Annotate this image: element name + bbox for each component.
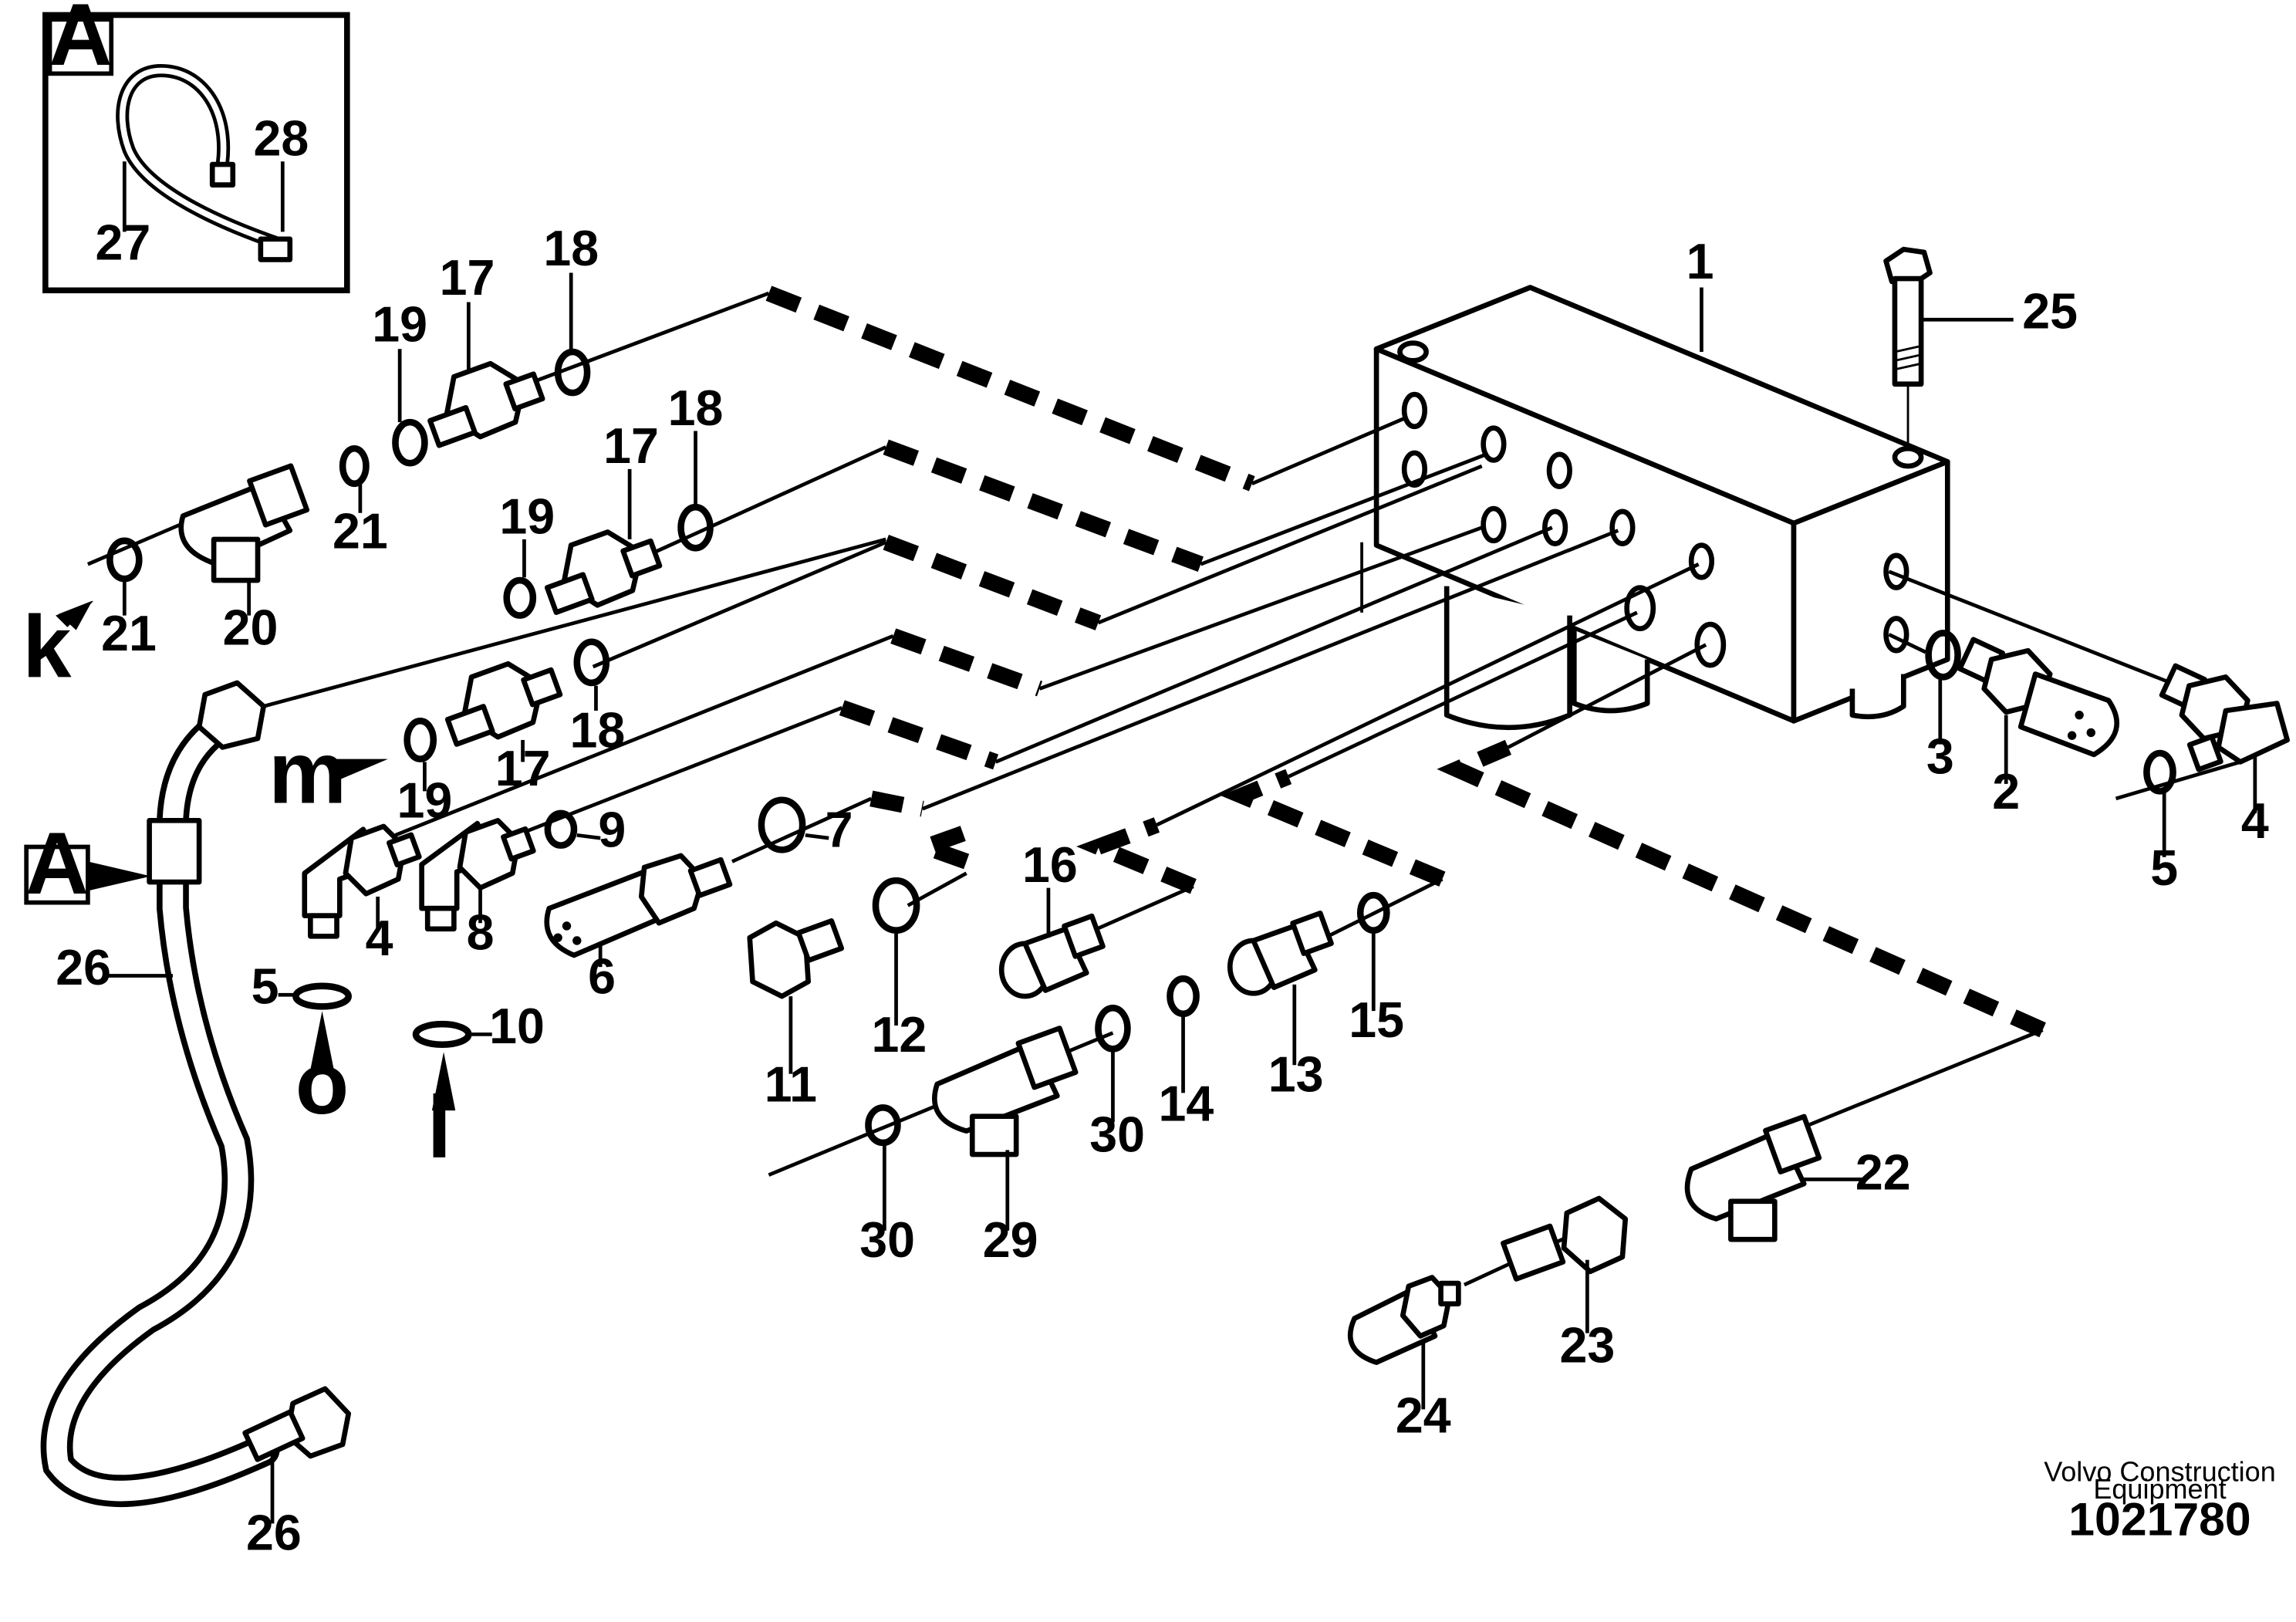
coupling-24 (1347, 1275, 1461, 1365)
callout-6: 6 (588, 948, 616, 1004)
connection-o: o (295, 1035, 349, 1133)
elbow-4-left (302, 823, 422, 939)
callout-26-upper: 26 (56, 940, 111, 995)
callout-18-lower: 18 (569, 702, 625, 758)
tee-29 (932, 1026, 1079, 1157)
callout-19-top: 19 (372, 297, 427, 353)
elbow-8 (419, 818, 536, 932)
hose-26 (40, 680, 352, 1508)
callout-1: 1 (1687, 234, 1714, 289)
callout-28: 28 (254, 111, 309, 167)
callout-labels: 1 25 17 18 19 21 21 20 18 17 19 18 17 19… (56, 221, 2269, 1561)
callout-16: 16 (1022, 837, 1078, 893)
detail-ref-a: A (24, 815, 90, 913)
connection-arrows (56, 600, 456, 1111)
callout-30-right: 30 (1089, 1107, 1145, 1162)
hose-lines (86, 286, 2241, 1287)
callout-30-left: 30 (859, 1212, 915, 1268)
callout-26-lower: 26 (246, 1505, 302, 1561)
clip-28 (258, 236, 293, 262)
callout-15: 15 (1349, 992, 1404, 1048)
callout-5-left: 5 (252, 959, 279, 1015)
fitting-17-top (427, 360, 545, 448)
callout-19-middle: 19 (499, 488, 555, 544)
callout-17-lower: 17 (495, 741, 551, 796)
callout-20: 20 (223, 600, 279, 656)
callout-21-lower: 21 (101, 606, 157, 661)
callout-22: 22 (1855, 1145, 1911, 1201)
tee-22 (1684, 1113, 1822, 1242)
callout-18-top: 18 (543, 221, 599, 276)
detail-ref-letter: A (25, 815, 89, 913)
connection-k: k (22, 598, 72, 696)
callout-27: 27 (96, 215, 151, 270)
union-23 (1501, 1195, 1629, 1282)
fitting-13 (1227, 911, 1334, 996)
callout-2: 2 (1992, 764, 2020, 819)
bolt-25 (1883, 246, 1933, 448)
callout-4-left: 4 (366, 911, 393, 966)
sensor-2 (1957, 637, 2120, 758)
connection-m: m (268, 725, 346, 823)
callout-5-right: 5 (2150, 840, 2178, 896)
callout-23: 23 (1560, 1318, 1616, 1374)
callout-4-right: 4 (2241, 793, 2269, 849)
fitting-17-middle (544, 529, 663, 615)
footer: Volvo Construction Equipment 1021780 (2044, 1455, 2276, 1545)
connection-l: l (427, 1079, 452, 1177)
callout-19-lower: 19 (397, 773, 453, 829)
callout-7: 7 (826, 802, 853, 857)
callout-25: 25 (2022, 284, 2078, 340)
callout-21-upper: 21 (333, 503, 388, 559)
tee-20 (178, 463, 310, 583)
plug-11 (747, 918, 845, 999)
elbow-4-right (2159, 663, 2290, 772)
callout-11: 11 (765, 1057, 817, 1113)
callout-24: 24 (1396, 1388, 1451, 1444)
inset-letter: A (49, 0, 112, 84)
callout-12: 12 (871, 1007, 927, 1063)
drawing-number: 1021780 (2068, 1493, 2250, 1546)
connector-6 (544, 853, 733, 958)
company-line-1: Volvo Construction (2044, 1455, 2276, 1487)
inset-detail-a: A 27 28 (42, 0, 350, 294)
callout-13: 13 (1268, 1046, 1324, 1102)
callout-29: 29 (983, 1212, 1038, 1268)
callout-17-top: 17 (440, 250, 495, 306)
callout-8: 8 (467, 904, 495, 960)
callout-3: 3 (1926, 729, 1954, 785)
callout-18-middle: 18 (668, 380, 724, 436)
callout-17-middle: 17 (603, 418, 659, 474)
callout-9: 9 (598, 802, 626, 857)
callout-10: 10 (489, 999, 545, 1054)
leader-lines (105, 272, 2257, 1524)
callout-14: 14 (1158, 1076, 1214, 1131)
fitting-17-lower (444, 661, 563, 747)
fitting-16 (998, 913, 1106, 999)
manifold-block (1360, 285, 1950, 731)
company-line-2: Equipment (2093, 1473, 2226, 1505)
